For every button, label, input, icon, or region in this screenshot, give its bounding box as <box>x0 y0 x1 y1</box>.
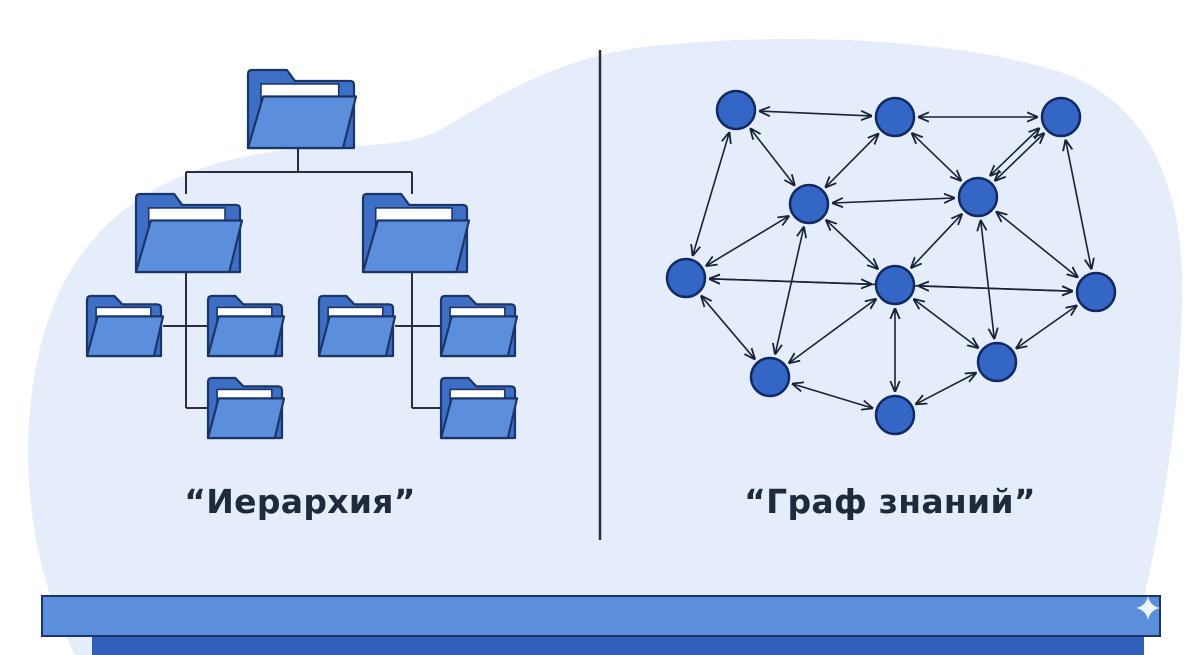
graph-edge <box>751 129 795 185</box>
sparkle-icon <box>1136 596 1160 620</box>
graph-node <box>665 257 707 299</box>
graph-edge <box>826 134 878 187</box>
folder-icon <box>85 294 165 358</box>
graph-edge <box>1017 306 1077 348</box>
graph-edge <box>789 299 875 363</box>
graph-edge <box>826 220 877 268</box>
graph-node <box>874 394 916 436</box>
graph-edge <box>914 299 978 347</box>
folder-icon <box>439 294 519 358</box>
graph-edge <box>760 111 871 116</box>
graph-edge <box>911 214 961 267</box>
folder-icon <box>246 68 358 150</box>
graph-edge <box>916 373 975 404</box>
bottom-shelf <box>41 595 1161 655</box>
graph-node <box>715 89 757 131</box>
shelf-top <box>41 595 1161 637</box>
graph-edge <box>1066 141 1092 269</box>
graph-edge <box>707 216 789 265</box>
graph-node <box>788 183 830 225</box>
folder-icon <box>206 294 286 358</box>
graph-node <box>1040 96 1082 138</box>
folder-icon <box>134 192 244 274</box>
folder-icon <box>317 294 397 358</box>
folder-icon <box>361 192 471 274</box>
graph-edge <box>793 384 872 408</box>
hierarchy-connectors <box>163 148 441 409</box>
folder-icon <box>206 376 286 440</box>
shelf-front <box>92 634 1144 655</box>
hierarchy-label: “Иерархия” <box>184 482 416 521</box>
graph-node <box>749 356 791 398</box>
graph-edge <box>693 133 729 255</box>
graph-node <box>1075 271 1117 313</box>
graph-edge <box>990 129 1038 176</box>
graph-edge <box>997 212 1078 277</box>
folder-icon <box>439 376 519 440</box>
graph-node <box>976 341 1018 383</box>
graph-node <box>874 264 916 306</box>
graph-edge <box>912 134 960 181</box>
graph-node <box>957 176 999 218</box>
graph-edge <box>833 198 954 203</box>
hierarchy-folders <box>85 68 519 440</box>
graph-nodes <box>665 89 1117 436</box>
graph-edge <box>919 286 1072 291</box>
knowledge-graph-label: “Граф знаний” <box>744 482 1036 521</box>
graph-node <box>874 96 916 138</box>
graph-edge <box>702 296 755 358</box>
